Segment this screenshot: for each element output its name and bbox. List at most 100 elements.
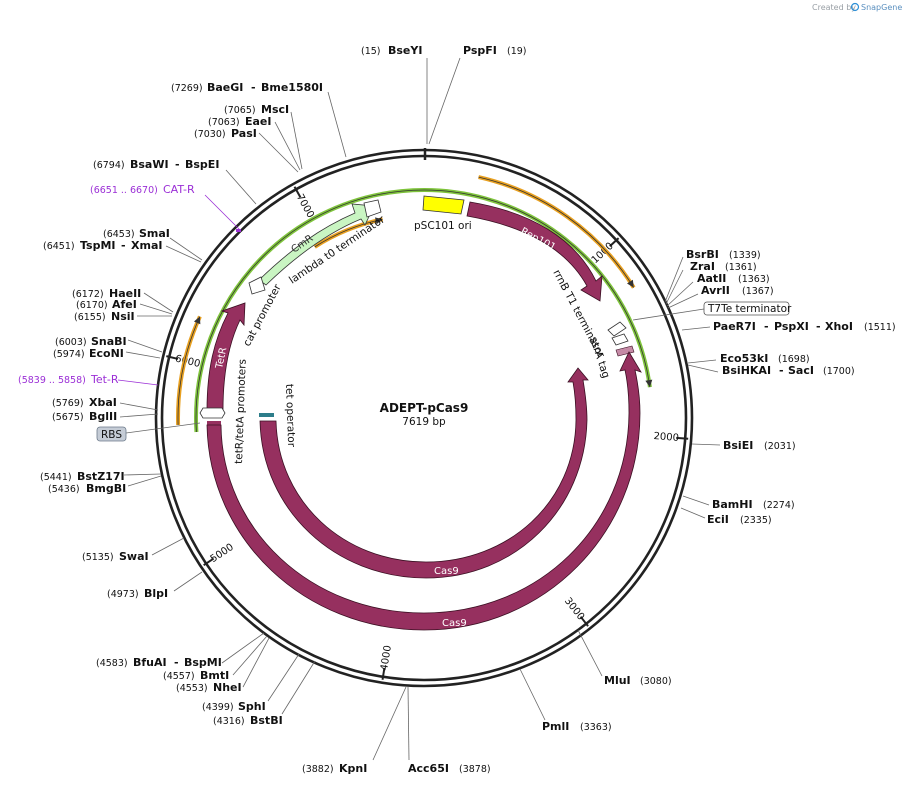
site-nhei[interactable]: NheI bbox=[213, 681, 242, 694]
site-haeii[interactable]: HaeII bbox=[109, 287, 141, 300]
site-pos-smai: (6453) bbox=[103, 229, 135, 240]
site-pspxi[interactable]: PspXI bbox=[774, 320, 809, 333]
psc101-ori-label: pSC101 ori bbox=[414, 220, 472, 232]
rbs-label: RBS bbox=[101, 429, 122, 441]
site-bsiei[interactable]: BsiEI bbox=[723, 439, 753, 452]
site-pasi[interactable]: PasI bbox=[231, 127, 257, 140]
site-leader bbox=[687, 359, 717, 364]
site-ecii[interactable]: EciI bbox=[707, 513, 729, 526]
site-leader bbox=[123, 473, 162, 476]
site-xhoi[interactable]: XhoI bbox=[825, 320, 853, 333]
site-pos-mlui: (3080) bbox=[640, 676, 672, 687]
site-pos-nsii: (6155) bbox=[74, 312, 106, 323]
site-econi[interactable]: EcoNI bbox=[89, 347, 124, 360]
site-leader bbox=[327, 91, 347, 158]
site-bamhi[interactable]: BamHI bbox=[712, 498, 753, 511]
cat-promoter-icon bbox=[248, 276, 266, 295]
site-bglii[interactable]: BglII bbox=[89, 410, 117, 423]
cas9-outer-arrow[interactable] bbox=[206, 351, 642, 631]
tet-promoters-label: tetR/tetA promoters bbox=[233, 359, 249, 464]
site-saci[interactable]: SacI bbox=[788, 364, 814, 377]
site-xmai[interactable]: XmaI bbox=[131, 239, 162, 252]
site-msci[interactable]: MscI bbox=[261, 103, 289, 116]
site-bsawi[interactable]: BsaWI bbox=[130, 158, 169, 171]
site-tspmi[interactable]: TspMI bbox=[80, 239, 116, 252]
site-pos-bfuai: (4583) bbox=[96, 658, 128, 669]
site-leader bbox=[407, 686, 410, 761]
site-bmti[interactable]: BmtI bbox=[200, 669, 229, 682]
site-leader bbox=[143, 292, 174, 313]
site-pos-zrai: (1361) bbox=[725, 262, 757, 273]
site-avrii[interactable]: AvrII bbox=[701, 284, 730, 297]
site-pspfi[interactable]: PspFI bbox=[463, 44, 497, 57]
site-leader bbox=[119, 402, 159, 411]
rep101-arrow[interactable] bbox=[466, 201, 603, 302]
site-pos-bglii: (5675) bbox=[52, 412, 84, 423]
feature-leader bbox=[125, 422, 201, 434]
psc101-ori-box[interactable] bbox=[422, 195, 465, 215]
snapgene-logo-icon bbox=[850, 2, 860, 12]
site-snabi[interactable]: SnaBI bbox=[91, 335, 127, 348]
features: pSC101 ori Rep101 rrnB T1 terminator ssr… bbox=[199, 195, 642, 631]
primer-cat-r[interactable]: CAT-R bbox=[163, 183, 195, 196]
site-eco53ki[interactable]: Eco53kI bbox=[720, 352, 768, 365]
primer-tet-r-range: (5839 .. 5858) bbox=[18, 375, 86, 386]
site-acc65i[interactable]: Acc65I bbox=[408, 762, 449, 775]
site-bspmi[interactable]: BspMI bbox=[184, 656, 222, 669]
site-bsihkai[interactable]: BsiHKAI bbox=[722, 364, 771, 377]
site-leader bbox=[281, 660, 316, 715]
site-aatii[interactable]: AatII bbox=[697, 272, 726, 285]
site-nsii[interactable]: NsiI bbox=[111, 310, 135, 323]
rbs-box[interactable] bbox=[96, 426, 127, 442]
site-eaei[interactable]: EaeI bbox=[245, 115, 272, 128]
site-pos-eco53ki: (1698) bbox=[778, 354, 810, 365]
site-leader bbox=[428, 57, 461, 145]
tetr-arrow[interactable] bbox=[206, 302, 246, 411]
dash: - bbox=[121, 239, 126, 252]
site-pos-pmli: (3363) bbox=[580, 722, 612, 733]
green-arc-cas9-core bbox=[195, 189, 651, 432]
site-afei[interactable]: AfeI bbox=[112, 298, 137, 311]
site-pmli[interactable]: PmlI bbox=[542, 720, 569, 733]
site-pos-msci: (7065) bbox=[224, 105, 256, 116]
feature-leader bbox=[632, 308, 705, 321]
cas9-inner-arrow[interactable] bbox=[259, 367, 589, 579]
site-bmgbi[interactable]: BmgBI bbox=[86, 482, 126, 495]
dash: - bbox=[779, 364, 784, 377]
credit-brand: SnapGene bbox=[861, 3, 902, 12]
primer-tet-r[interactable]: Tet-R bbox=[90, 373, 119, 386]
site-bfuai[interactable]: BfuAI bbox=[133, 656, 167, 669]
site-leader bbox=[225, 169, 257, 205]
site-leader bbox=[680, 507, 706, 519]
site-pos-aatii: (1363) bbox=[738, 274, 770, 285]
site-bme1580i[interactable]: Bme1580I bbox=[261, 81, 323, 94]
site-bstz17i[interactable]: BstZ17I bbox=[77, 470, 125, 483]
site-leader bbox=[687, 364, 719, 373]
site-smai[interactable]: SmaI bbox=[139, 227, 170, 240]
site-pos-afei: (6170) bbox=[76, 300, 108, 311]
ssra-tag-label: ssrA tag bbox=[587, 335, 612, 380]
t7te-terminator-box[interactable] bbox=[703, 301, 790, 316]
site-swai[interactable]: SwaI bbox=[119, 550, 149, 563]
site-zrai[interactable]: ZraI bbox=[690, 260, 715, 273]
site-pos-bstz17i: (5441) bbox=[40, 472, 72, 483]
dash: - bbox=[174, 656, 179, 669]
tick-mark bbox=[609, 237, 620, 247]
site-pos-xbai: (5769) bbox=[52, 398, 84, 409]
ssra-tag-box bbox=[615, 345, 635, 357]
tick-mark bbox=[579, 616, 589, 627]
site-bstbi[interactable]: BstBI bbox=[250, 714, 283, 727]
site-xbai[interactable]: XbaI bbox=[89, 396, 117, 409]
site-paer7i[interactable]: PaeR7I bbox=[713, 320, 756, 333]
site-mlui[interactable]: MluI bbox=[604, 674, 631, 687]
site-baegi[interactable]: BaeGI bbox=[207, 81, 243, 94]
site-kpni[interactable]: KpnI bbox=[339, 762, 367, 775]
site-leader bbox=[125, 351, 161, 359]
site-bsrbi[interactable]: BsrBI bbox=[686, 248, 719, 261]
site-sphi[interactable]: SphI bbox=[238, 700, 266, 713]
tick-mark bbox=[166, 355, 179, 360]
site-bspei[interactable]: BspEI bbox=[185, 158, 219, 171]
site-bseyi[interactable]: BseYI bbox=[388, 44, 422, 57]
site-blpi[interactable]: BlpI bbox=[144, 587, 168, 600]
